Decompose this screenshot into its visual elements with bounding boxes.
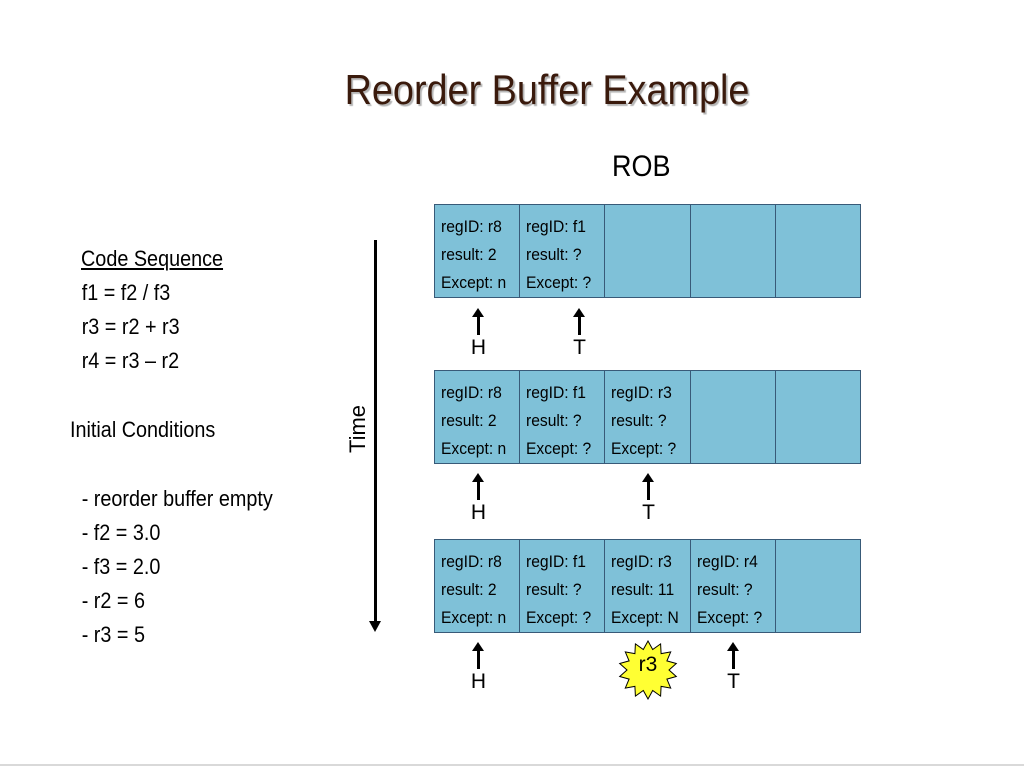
rob-entry: regID: f1 result: ? Except: ? (520, 205, 606, 297)
callout-label: r3 (638, 653, 658, 676)
rob-entry-field: result: ? (526, 580, 582, 599)
rob-entry-field: result: ? (526, 245, 582, 264)
condition-line: - f3 = 2.0 (81, 554, 161, 579)
rob-entry-field: Except: ? (696, 608, 762, 627)
rob-entry-field: Except: n (441, 608, 507, 627)
rob-entry-field: regID: f1 (526, 383, 587, 402)
rob-entry-field: regID: r4 (696, 552, 758, 571)
rob-entry-field: Except: n (441, 439, 507, 458)
rob-entry: regID: r4 result: ? Except: ? (690, 540, 776, 632)
time-arrow (374, 240, 377, 625)
code-line: f1 = f2 / f3 (81, 280, 171, 305)
condition-line: - r3 = 5 (81, 622, 145, 647)
arrow-up-icon (472, 642, 484, 651)
rob-entry (775, 371, 861, 463)
rob-entry (775, 205, 861, 297)
rob-entry: regID: f1 result: ? Except: ? (520, 540, 606, 632)
rob-entry (690, 205, 776, 297)
rob-entry (775, 540, 861, 632)
rob-entry: regID: r8 result: 2 Except: n (435, 205, 521, 297)
rob-entry-field: result: ? (611, 411, 668, 430)
rob-entry-field: Except: N (611, 608, 680, 627)
rob-entry-field: Except: ? (526, 439, 592, 458)
rob-entry-field: regID: r8 (441, 383, 502, 402)
condition-line: - f2 = 3.0 (81, 520, 161, 545)
rob-entry-field: result: ? (696, 580, 753, 599)
code-line: r4 = r3 – r2 (81, 348, 180, 373)
rob-row-1: regID: r8 result: 2 Except: n regID: f1 resu… (434, 204, 861, 298)
rob-entry-field: regID: f1 (526, 217, 587, 236)
footer-divider (0, 764, 1024, 766)
rob-entry (605, 205, 691, 297)
time-arrow-head (369, 621, 381, 632)
arrow-up-icon (573, 308, 585, 317)
condition-line: - r2 = 6 (81, 588, 145, 613)
rob-entry-field: result: 2 (441, 411, 497, 430)
rob-entry-field: result: 2 (441, 580, 497, 599)
rob-entry-field: result: 11 (611, 580, 675, 599)
rob-row-3: regID: r8 result: 2 Except: n regID: f1 resu… (434, 539, 861, 633)
rob-entry (690, 371, 776, 463)
rob-label: ROB (612, 150, 671, 183)
code-sequence-heading: Code Sequence (81, 246, 224, 271)
slide-title: Reorder Buffer Example (344, 66, 750, 113)
condition-line: - reorder buffer empty (81, 486, 273, 511)
arrow-up-icon (642, 473, 654, 482)
rob-entry: regID: r3 result: ? Except: ? (605, 371, 691, 463)
rob-entry-field: Except: ? (526, 273, 592, 292)
rob-entry-field: regID: r8 (441, 552, 502, 571)
rob-entry-field: result: 2 (441, 245, 497, 264)
arrow-up-icon (727, 642, 739, 651)
rob-entry-field: Except: n (441, 273, 507, 292)
rob-entry: regID: r8 result: 2 Except: n (435, 540, 521, 632)
rob-entry-field: result: ? (526, 411, 582, 430)
rob-entry-field: Except: ? (526, 608, 592, 627)
rob-entry: regID: f1 result: ? Except: ? (520, 371, 606, 463)
rob-entry-field: Except: ? (611, 439, 677, 458)
rob-entry-field: regID: f1 (526, 552, 587, 571)
starburst-callout-icon (618, 640, 678, 700)
code-line: r3 = r2 + r3 (81, 314, 180, 339)
arrow-up-icon (472, 308, 484, 317)
arrow-up-icon (472, 473, 484, 482)
initial-conditions-heading: Initial Conditions (70, 417, 216, 442)
rob-row-2: regID: r8 result: 2 Except: n regID: f1 resu… (434, 370, 861, 464)
rob-entry-field: regID: r8 (441, 217, 502, 236)
time-label: Time (345, 404, 371, 454)
rob-entry: regID: r3 result: 11 Except: N (605, 540, 691, 632)
rob-entry-field: regID: r3 (611, 552, 673, 571)
rob-entry: regID: r8 result: 2 Except: n (435, 371, 521, 463)
rob-entry-field: regID: r3 (611, 383, 673, 402)
